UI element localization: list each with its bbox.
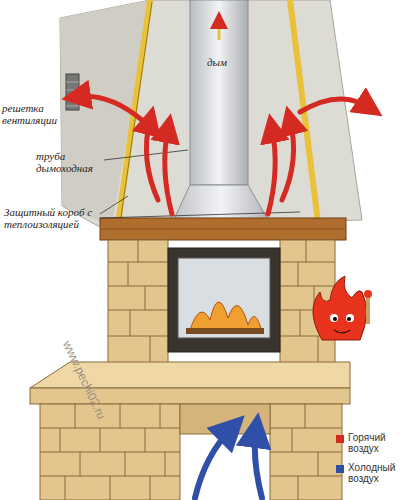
- legend-text: Холодный воздух: [348, 462, 406, 484]
- chimney-pipe-label: труба дымоходная: [36, 150, 104, 174]
- protective-box-label: Защитный короб с теплоизоляцией: [4, 206, 98, 230]
- smoke-label: дым: [207, 56, 237, 68]
- grille-label: решетка вентиляции: [2, 102, 64, 126]
- legend-swatch: [336, 435, 344, 443]
- legend-swatch: [336, 465, 344, 473]
- legend-entry: Горячий воздух: [336, 432, 406, 454]
- legend-entry: Холодный воздух: [336, 462, 406, 484]
- legend-text: Горячий воздух: [348, 432, 406, 454]
